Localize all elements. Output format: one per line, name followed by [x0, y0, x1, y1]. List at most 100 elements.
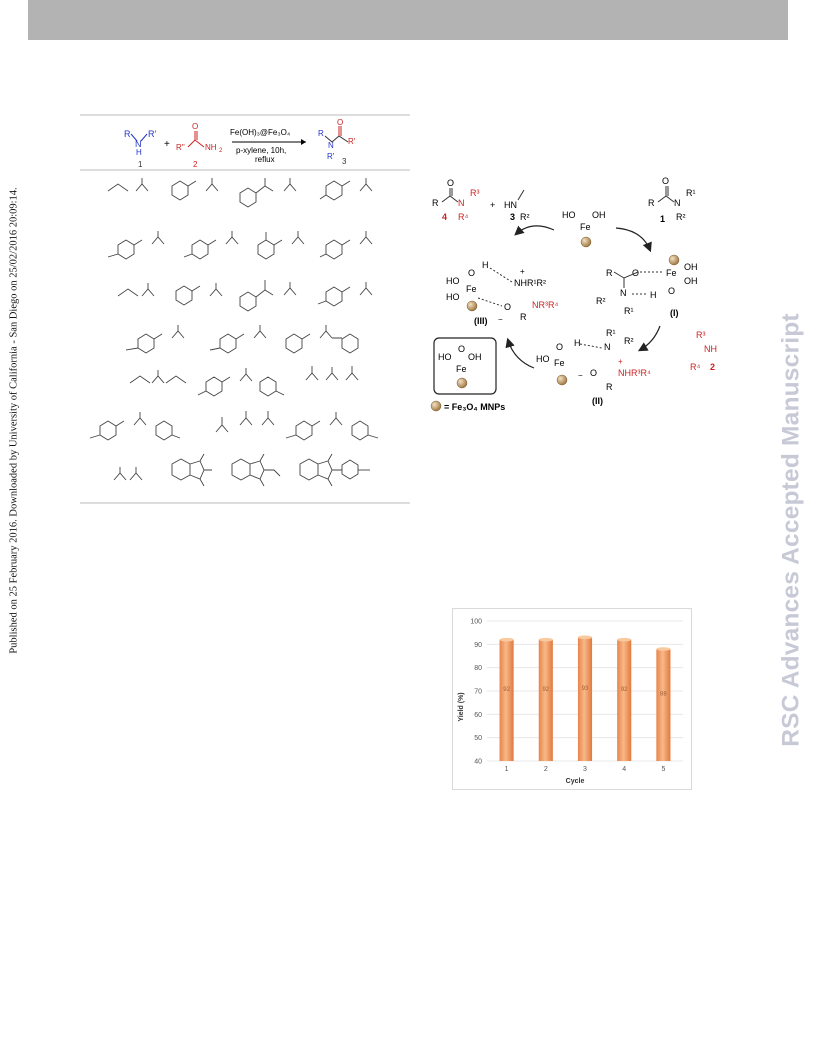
compound-2-label: 2 — [710, 362, 715, 372]
chart-data-label: 88 — [660, 692, 667, 698]
catalyst-label: Fe(OH)₃@Fe₃O₄ — [230, 128, 290, 137]
svg-text:R'': R'' — [176, 143, 185, 152]
mech-NR3R4: NR³R⁴ — [532, 300, 558, 310]
mech-HO-II: HO — [536, 354, 550, 364]
mech-HO-III2: HO — [446, 292, 460, 302]
amide-structure-2: R'' O NH 2 2 — [176, 122, 223, 169]
catalytic-cycle: O R N R³ R⁴ 4 + HN R² 3 HO Fe OH O R N R… — [430, 176, 717, 412]
chart-ytick-label: 100 — [470, 619, 482, 626]
mech-R-III: R — [520, 312, 527, 322]
product-structure-3: R O R' N R' 3 — [318, 118, 356, 166]
amine-structure-1: R R' N H 1 — [124, 129, 156, 169]
mech-O-c1: O — [662, 176, 669, 186]
mech-R1-II: R¹ — [606, 328, 616, 338]
mech-NH-2: NH — [704, 344, 717, 354]
legend-caption: = Fe₃O₄ MNPs — [444, 402, 505, 412]
chart-bar-cap — [656, 647, 671, 651]
svg-text:R: R — [124, 129, 131, 139]
compound-number-3: 3 — [342, 157, 347, 166]
mech-R3-2: R³ — [696, 330, 706, 340]
chart-xtick-label: 3 — [583, 766, 587, 773]
mech-H-III: H — [482, 260, 489, 270]
mech-R-I: R — [606, 268, 613, 278]
chart-data-label: 92 — [621, 687, 628, 693]
chart-bar-cap — [577, 635, 593, 640]
mech-R2-I: R² — [596, 296, 606, 306]
mech-HO-top: HO — [562, 210, 576, 220]
svg-text:NH: NH — [205, 143, 217, 152]
mech-Fe-top: Fe — [580, 222, 591, 232]
mech-R-1: R — [432, 198, 439, 208]
plus-sign: + — [164, 139, 170, 150]
chart-ytick-label: 90 — [474, 642, 482, 649]
compound-3-label: 3 — [510, 212, 515, 222]
reaction-scheme-figure: R R' N H 1 + R'' O NH 2 2 Fe(OH)₃@Fe₃O₄ … — [80, 114, 410, 504]
chart-xtick-label: 5 — [661, 766, 665, 773]
reaction-scheme: R R' N H 1 + R'' O NH 2 2 Fe(OH)₃@Fe₃O₄ … — [80, 114, 410, 506]
chart-data-label: 92 — [542, 687, 549, 693]
mech-OH-I2: OH — [684, 276, 698, 286]
mech-minus-II: − — [578, 371, 583, 380]
watermark-text: RSC Advances Accepted Manuscript — [778, 313, 806, 747]
chart-bar-cap — [617, 637, 632, 642]
mech-N-I: N — [620, 288, 627, 298]
mech-O-1: O — [447, 178, 454, 188]
chart-bar — [617, 639, 632, 761]
chart-bar — [656, 649, 671, 761]
legend-OH: OH — [468, 352, 482, 362]
svg-text:R: R — [318, 129, 324, 138]
chart-xtick-label: 1 — [505, 766, 509, 773]
mech-Fe-I: Fe — [666, 268, 677, 278]
mech-O-I2: O — [668, 286, 675, 296]
accepted-manuscript-watermark: RSC Advances Accepted Manuscript — [770, 250, 814, 810]
mech-NHR3R4: NHR³R⁴ — [618, 368, 651, 378]
compound-4-label: 4 — [442, 212, 447, 222]
svg-text:R': R' — [348, 137, 356, 146]
mech-plus-II: + — [618, 357, 623, 366]
chart-xtick-label: 2 — [544, 766, 548, 773]
mech-R-c1: R — [648, 198, 655, 208]
chart-ytick-label: 80 — [474, 665, 482, 672]
svg-text:O: O — [337, 118, 343, 127]
chart-bar — [499, 639, 514, 761]
chart-ytick-label: 60 — [474, 712, 482, 719]
mech-O-II2: O — [590, 368, 597, 378]
condition-label: reflux — [255, 155, 275, 164]
chart-bar — [577, 637, 593, 761]
mech-R4-1: R⁴ — [458, 212, 468, 222]
chart-ytick-label: 50 — [474, 735, 482, 742]
label-III: (III) — [474, 316, 488, 326]
chart-xlabel: Cycle — [566, 778, 585, 785]
mechanism-figure: O R N R³ R⁴ 4 + HN R² 3 HO Fe OH O R N R… — [428, 164, 768, 414]
chart-data-label: 93 — [582, 686, 589, 692]
mech-R3-1: R³ — [470, 188, 480, 198]
mech-plus: + — [490, 200, 495, 210]
mech-OH-I1: OH — [684, 262, 698, 272]
legend-HO: HO — [438, 352, 452, 362]
compound-number-1: 1 — [138, 160, 143, 169]
mech-N-1: N — [458, 198, 465, 208]
mech-R4-2: R⁴ — [690, 362, 700, 372]
label-II: (II) — [592, 396, 603, 406]
chart-bar — [538, 639, 553, 761]
mech-R1-I: R¹ — [624, 306, 634, 316]
chart-ylabel: Yield (%) — [458, 692, 465, 721]
mech-R2-3: R² — [520, 212, 530, 222]
mech-O-III: O — [468, 268, 475, 278]
publication-note: Published on 25 February 2016. Downloade… — [2, 180, 26, 660]
compound-number-2: 2 — [193, 160, 198, 169]
mech-R-II: R — [606, 382, 613, 392]
mech-R2-c1: R² — [676, 212, 686, 222]
journal-header-bar — [28, 0, 788, 40]
mech-HO-III: HO — [446, 276, 460, 286]
mech-N-c1: N — [674, 198, 681, 208]
mech-H-I: H — [650, 290, 657, 300]
chart-ytick-label: 40 — [474, 759, 482, 766]
chart-bar-cap — [538, 637, 553, 642]
svg-text:R': R' — [327, 152, 335, 161]
mech-HN: HN — [504, 200, 517, 210]
chart-bar-cap — [499, 637, 514, 642]
mech-Fe-III: Fe — [466, 284, 477, 294]
